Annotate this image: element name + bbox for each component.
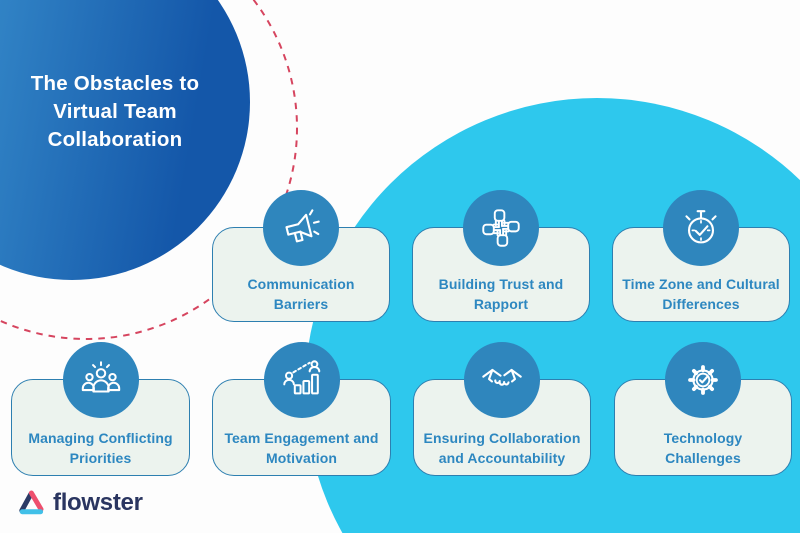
card-building-trust-rapport: Building Trust and Rapport — [412, 190, 590, 322]
flowster-logo-icon — [19, 490, 44, 515]
card-ensuring-collaboration: Ensuring Collaboration and Accountabilit… — [413, 342, 591, 476]
title-line: Virtual Team — [53, 100, 177, 123]
linked-hands-icon — [463, 190, 539, 266]
page-title: The Obstacles to Virtual Team Collaborat… — [8, 70, 222, 154]
card-label: Communication Barriers — [247, 276, 355, 312]
card-label: Building Trust and Rapport — [438, 276, 564, 312]
megaphone-icon — [263, 190, 339, 266]
card-label: Ensuring Collaboration and Accountabilit… — [423, 430, 581, 466]
card-technology-challenges: Technology Challenges — [614, 342, 792, 476]
team-people-icon — [62, 342, 139, 418]
title-line: Collaboration — [47, 128, 183, 151]
handshake-icon — [464, 342, 540, 418]
flowster-logo: flowster — [16, 488, 143, 518]
card-label: Team Engagement and Motivation — [224, 430, 379, 466]
card-team-engagement: Team Engagement and Motivation — [212, 342, 391, 476]
card-managing-priorities: Managing Conflicting Priorities — [11, 342, 190, 476]
card-label: Managing Conflicting Priorities — [28, 430, 173, 466]
growth-chart-icon — [263, 342, 340, 418]
gear-check-icon — [665, 342, 741, 418]
stopwatch-check-icon — [663, 190, 739, 266]
card-time-zone-cultural: Time Zone and Cultural Differences — [612, 190, 790, 322]
card-label: Technology Challenges — [663, 430, 743, 466]
title-line: The Obstacles to — [30, 72, 200, 95]
flowster-logo-text: flowster — [53, 489, 143, 516]
card-label: Time Zone and Cultural Differences — [622, 276, 780, 312]
card-communication-barriers: Communication Barriers — [212, 190, 390, 322]
